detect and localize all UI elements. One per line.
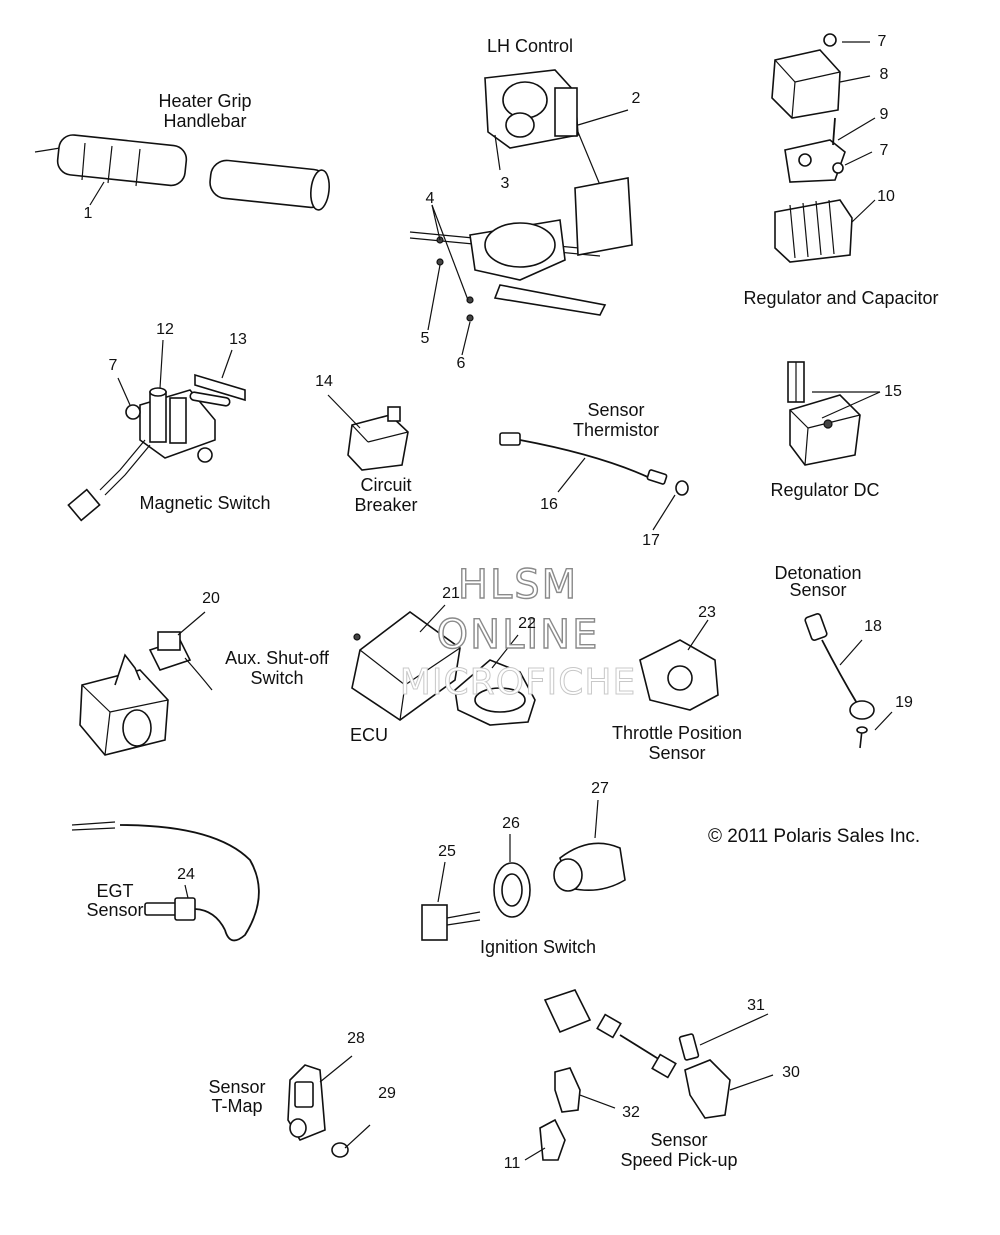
- callout-number: 18: [864, 618, 882, 635]
- label-magnetic-switch: Magnetic Switch: [139, 493, 271, 513]
- label-regulator-capacitor: Regulator and Capacitor: [743, 288, 939, 308]
- bracket-part: [454, 634, 536, 726]
- callout-number: 6: [456, 355, 466, 372]
- label-throttle-position-sensor: Throttle Position Sensor: [611, 723, 743, 763]
- callout-number: 7: [108, 357, 118, 374]
- callout-number: 28: [347, 1030, 365, 1047]
- label-circuit-breaker: Circuit Breaker: [354, 475, 418, 515]
- sensor-tmap-part: [287, 1055, 371, 1158]
- label-aux-shutoff-switch: Aux. Shut-off Switch: [225, 648, 329, 688]
- callout-number: 10: [877, 188, 895, 205]
- watermark-line-1: HLSM: [457, 561, 579, 608]
- copyright-notice: © 2011 Polaris Sales Inc.: [708, 826, 921, 847]
- heater-grip-part: [34, 134, 330, 211]
- callout-number: 2: [631, 90, 641, 107]
- callout-number: 3: [500, 175, 510, 192]
- watermark-line-3: MICROFICHE: [399, 662, 637, 704]
- callout-number: 27: [591, 780, 609, 797]
- callout-number: 26: [502, 815, 520, 832]
- callout-number: 14: [315, 373, 333, 390]
- label-ignition-switch: Ignition Switch: [479, 937, 597, 957]
- label-lh-control: LH Control: [486, 36, 574, 56]
- callout-number: 32: [622, 1104, 640, 1121]
- callout-number: 20: [202, 590, 220, 607]
- callout-number: 24: [177, 866, 195, 883]
- callout-number: 4: [425, 190, 435, 207]
- callout-number: 1: [83, 205, 93, 222]
- callout-number: 5: [420, 330, 430, 347]
- throttle-position-sensor-part: [639, 619, 719, 711]
- detonation-sensor-part: [804, 613, 893, 749]
- callout-number: 23: [698, 604, 716, 621]
- callout-number: 16: [540, 496, 558, 513]
- label-egt-sensor: EGT Sensor: [86, 881, 144, 920]
- label-sensor-tmap: Sensor T-Map: [208, 1077, 266, 1116]
- callout-number: 8: [879, 66, 889, 83]
- egt-sensor-part: [71, 821, 260, 942]
- magnetic-switch-part: [67, 339, 246, 522]
- callout-number: 30: [782, 1064, 800, 1081]
- regulator-dc-part: [787, 361, 881, 466]
- ignition-switch-part: [421, 799, 626, 941]
- callout-number: 9: [879, 106, 889, 123]
- regulator-capacitor-part: [771, 33, 876, 263]
- callout-number: 21: [442, 585, 460, 602]
- callout-number: 7: [877, 33, 887, 50]
- callout-number: 12: [156, 321, 174, 338]
- watermark-line-2: ONLINE: [436, 611, 600, 658]
- callout-number: 19: [895, 694, 913, 711]
- callout-number: 11: [503, 1155, 521, 1172]
- label-detonation-sensor: Detonation Sensor: [774, 563, 862, 600]
- label-sensor-thermistor: Sensor Thermistor: [572, 400, 660, 440]
- label-sensor-speed-pickup: Sensor Speed Pick-up: [620, 1130, 738, 1170]
- callout-number: 17: [642, 532, 660, 549]
- sensor-thermistor-part: [499, 432, 689, 531]
- callout-number: 31: [747, 997, 765, 1014]
- label-ecu: ECU: [349, 725, 389, 745]
- lh-control-part: [409, 69, 633, 356]
- label-regulator-dc: Regulator DC: [770, 480, 880, 500]
- callout-number: 25: [438, 843, 456, 860]
- callout-number: 29: [378, 1085, 396, 1102]
- ecu-part: [351, 604, 461, 721]
- sensor-speed-pickup-part: [524, 989, 774, 1161]
- label-heater-grip: Heater Grip Handlebar: [158, 91, 252, 131]
- callout-number: 22: [518, 615, 536, 632]
- callout-number: 7: [879, 142, 889, 159]
- circuit-breaker-part: [327, 394, 409, 471]
- callout-number: 15: [884, 383, 902, 400]
- callout-number: 13: [229, 331, 247, 348]
- aux-shutoff-switch-part: [79, 611, 213, 756]
